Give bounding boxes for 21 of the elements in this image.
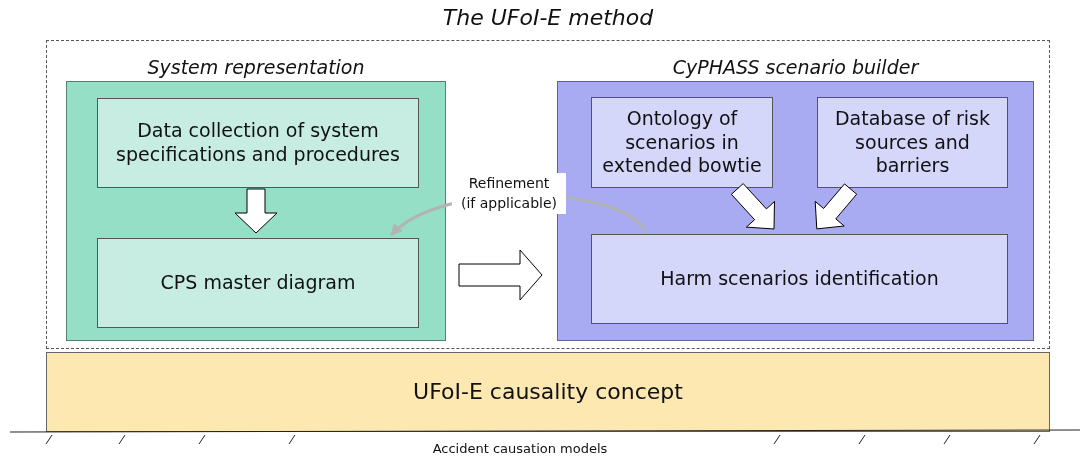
- block-arrow: [458, 249, 543, 301]
- ground-label: Accident causation models: [431, 441, 609, 456]
- box-label: Data collection of system specifications and procedures: [115, 119, 401, 167]
- block-arrow: [730, 183, 775, 230]
- panel-heading: CyPHASS scenario builder: [671, 56, 921, 78]
- panel-heading: System representation: [146, 56, 366, 78]
- process-box: [97, 238, 419, 328]
- box-label: Database of risk sources and barriers: [833, 106, 991, 179]
- block-arrow: [234, 188, 278, 234]
- box-label: Harm scenarios identification: [659, 267, 940, 291]
- box-label: Ontology of scenarios in extended bowtie: [601, 106, 763, 179]
- foundation-band: [46, 352, 1050, 432]
- box-label: CPS master diagram: [159, 271, 357, 295]
- process-box: [591, 97, 773, 188]
- edge-label: Refinement (if applicable): [452, 173, 566, 214]
- box-label: UFoI-E causality concept: [412, 378, 684, 406]
- process-box: [97, 98, 419, 188]
- frame-heading: The UFoI-E method: [441, 5, 655, 30]
- block-arrow: [814, 183, 858, 230]
- process-box: [817, 97, 1008, 188]
- process-box: [591, 234, 1008, 324]
